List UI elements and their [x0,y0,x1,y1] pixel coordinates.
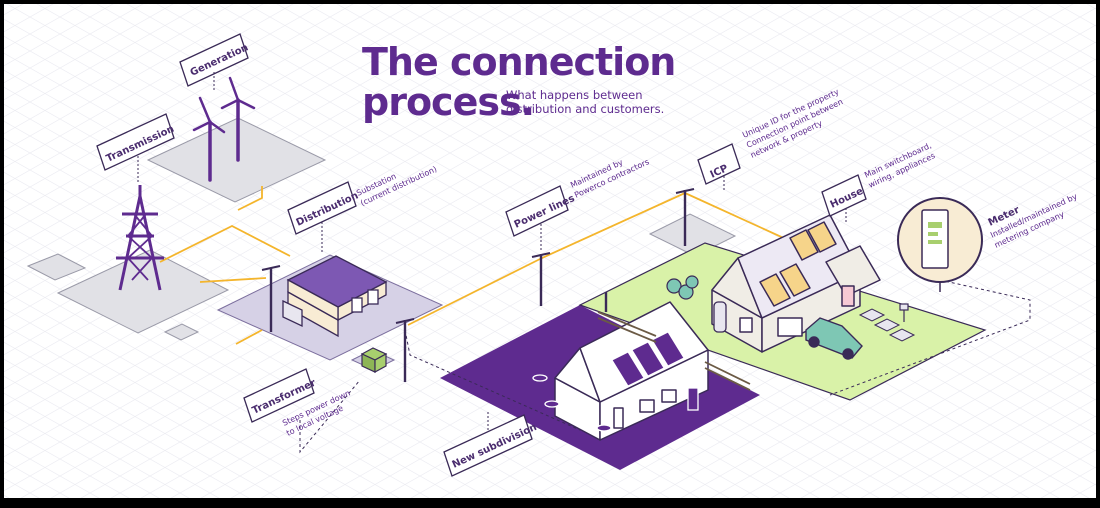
cable-distribution-out [199,277,267,345]
page-title: The connection process. [362,40,676,124]
icp-pole [675,188,695,246]
cable-gen-transmission [237,186,263,211]
parked-car [805,317,863,360]
transformer-box [360,347,388,374]
distribution-pole [261,265,281,332]
transmission-pylon [116,185,164,291]
subtitle-line-1: What happens between [506,88,643,102]
cable-subdivision-dashed [404,329,606,431]
subdivision-house [554,301,709,441]
hot-water-cylinder [713,301,727,333]
subtitle-line-2: distribution and customers. [506,102,665,116]
meter-callout [897,197,983,292]
substation-building [282,255,388,338]
page-subtitle: What happens between distribution and cu… [506,88,666,116]
title-line-2: process. [362,80,535,124]
cable-transmission-distribution [159,224,291,263]
cable-transformer-dashed [299,379,361,454]
driveway-pavers [858,308,916,342]
fence [597,311,751,391]
letterbox [899,303,909,322]
small-plate-left [26,253,87,281]
subdivision-water-tanks [532,374,699,432]
title-line-1: The connection [362,40,676,84]
small-plate-bottom [163,323,200,341]
powerline-pole-2 [531,252,551,306]
cable-meter-dashed [829,279,1031,396]
bushes [666,275,699,300]
wind-turbines [192,76,256,182]
transmission-plate [56,249,230,334]
powerline-pole-1 [395,318,415,382]
